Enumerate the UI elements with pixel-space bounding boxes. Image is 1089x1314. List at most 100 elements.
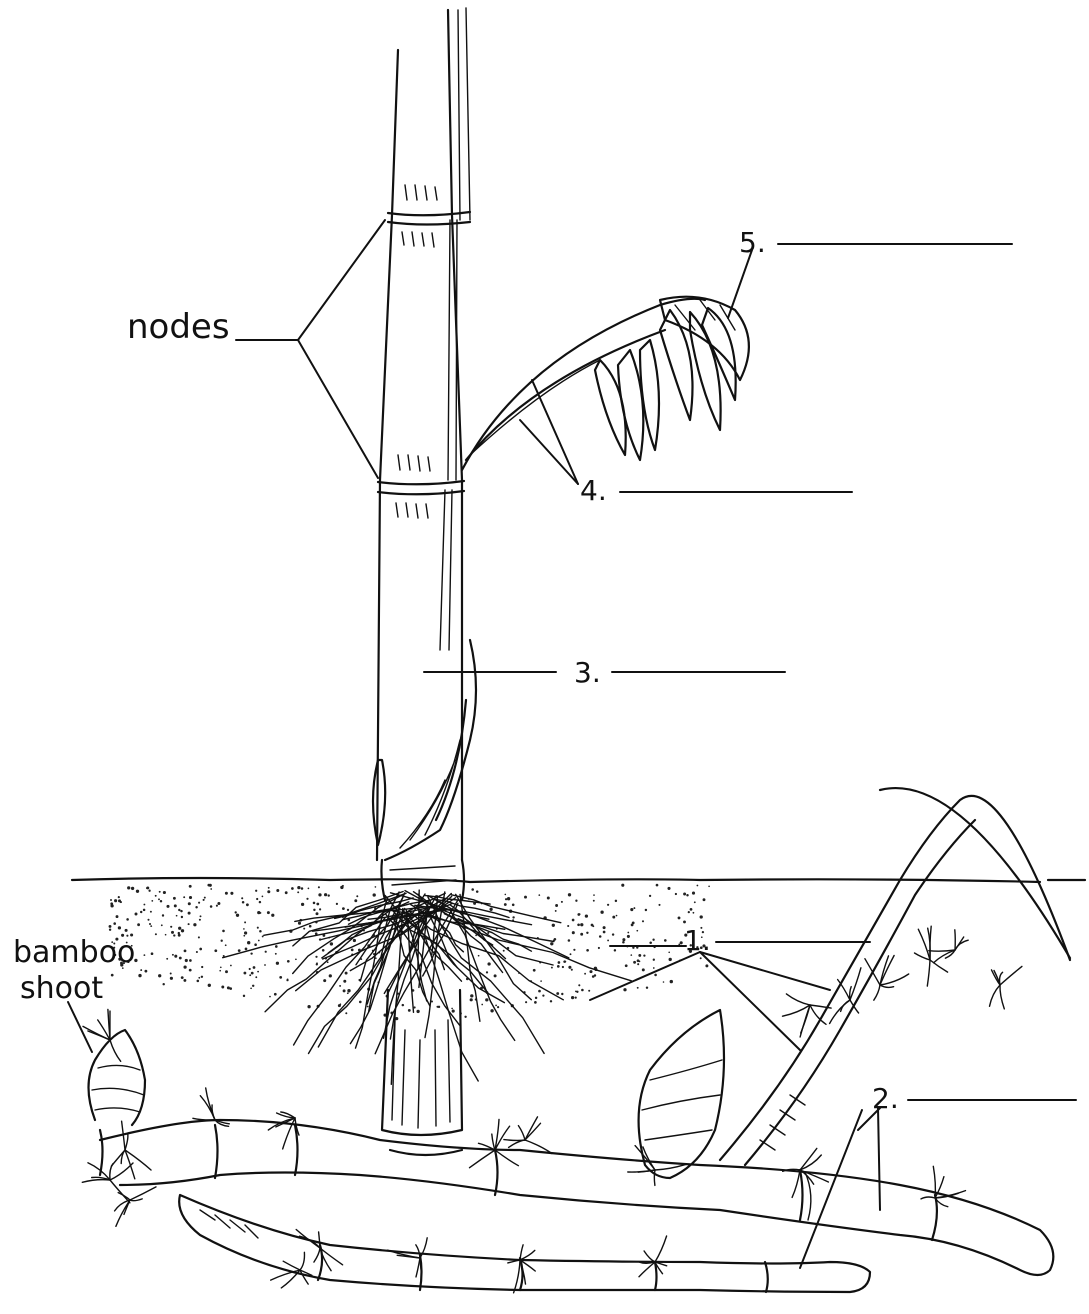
soil-speckle — [630, 954, 632, 956]
soil-speckle — [301, 887, 304, 890]
label-1: 1. — [684, 924, 711, 957]
root-tuft — [121, 1150, 125, 1164]
root-tuft — [520, 1250, 535, 1260]
soil-speckle — [550, 942, 553, 945]
soil-speckle — [111, 974, 114, 977]
soil-speckle — [140, 911, 142, 913]
soil-speckle — [262, 896, 264, 898]
soil-speckle — [580, 933, 583, 936]
root-tuft — [130, 1187, 156, 1200]
root-tuft — [416, 1245, 420, 1258]
soil-speckle — [627, 935, 630, 938]
soil-speckle — [487, 962, 490, 965]
soil-speckle — [525, 1001, 527, 1003]
soil-speckle — [183, 979, 186, 982]
soil-speckle — [653, 959, 655, 961]
soil-speckle — [347, 992, 349, 994]
soil-speckle — [257, 927, 259, 929]
root-tuft — [654, 1170, 655, 1185]
bamboo-shoot-left — [89, 1030, 146, 1175]
soil-speckle — [257, 971, 259, 973]
soil-speckle — [308, 888, 310, 890]
soil-speckle — [159, 891, 161, 893]
root-tuft — [929, 950, 955, 951]
soil-speckle — [330, 942, 333, 945]
soil-speckle — [586, 949, 589, 952]
soil-speckle — [623, 988, 626, 991]
root-tuft — [639, 1262, 655, 1277]
soil-speckle — [612, 916, 615, 919]
soil-speckle — [217, 902, 220, 905]
soil-speckle — [703, 898, 706, 901]
soil-speckle — [274, 993, 277, 996]
soil-speckle — [230, 965, 232, 967]
soil-speckle — [173, 897, 176, 900]
soil-speckle — [313, 909, 315, 911]
root-tuft — [319, 1232, 320, 1248]
soil-speckle — [116, 915, 119, 918]
soil-speckle — [209, 884, 212, 887]
root-tuft — [110, 1040, 121, 1061]
soil-speckle — [322, 949, 325, 952]
soil-speckle — [367, 1005, 369, 1007]
soil-speckle — [568, 966, 571, 969]
soil-speckle — [614, 949, 616, 951]
soil-speckle — [198, 936, 200, 938]
soil-speckle — [652, 939, 654, 941]
soil-speckle — [236, 914, 239, 917]
soil-speckle — [229, 987, 232, 990]
soil-speckle — [551, 967, 553, 969]
soil-speckle — [265, 951, 267, 953]
root-tuft — [514, 1260, 520, 1293]
soil-speckle — [575, 991, 577, 993]
soil-speckle — [615, 900, 617, 902]
soil-speckle — [109, 925, 112, 928]
label-5: 5. — [739, 226, 766, 259]
soil-speckle — [656, 884, 659, 887]
soil-speckle — [189, 959, 192, 962]
soil-speckle — [494, 974, 497, 977]
soil-speckle — [243, 995, 245, 997]
soil-speckle — [643, 954, 645, 956]
soil-speckle — [255, 890, 257, 892]
soil-speckle — [316, 963, 318, 965]
soil-speckle — [592, 925, 594, 927]
soil-speckle — [204, 897, 206, 899]
soil-speckle — [329, 974, 332, 977]
soil-speckle — [607, 904, 609, 906]
soil-speckle — [221, 940, 223, 942]
soil-speckle — [285, 891, 288, 894]
soil-speckle — [162, 914, 164, 916]
soil-speckle — [571, 996, 574, 999]
soil-speckle — [490, 1009, 493, 1012]
root-strand — [393, 919, 459, 1025]
soil-speckle — [375, 886, 377, 888]
soil-speckle — [253, 966, 256, 969]
soil-speckle — [252, 985, 254, 987]
soil-speckle — [669, 958, 672, 961]
root-tuft — [495, 1150, 518, 1166]
soil-speckle — [593, 894, 595, 896]
soil-speckle — [339, 985, 341, 987]
soil-speckle — [327, 961, 329, 963]
soil-speckle — [571, 969, 573, 971]
soil-speckle — [244, 921, 246, 923]
soil-speckle — [347, 989, 350, 992]
soil-speckle — [170, 977, 173, 980]
soil-speckle — [178, 909, 180, 911]
soil-speckle — [577, 923, 580, 926]
soil-speckle — [586, 932, 588, 934]
soil-speckle — [303, 928, 305, 930]
soil-speckle — [578, 984, 580, 986]
soil-speckle — [470, 998, 473, 1001]
label-nodes: nodes — [127, 307, 230, 347]
soil-speckle — [561, 901, 563, 903]
soil-speckle — [340, 1003, 342, 1005]
soil-speckle — [193, 923, 196, 926]
soil-speckle — [181, 916, 183, 918]
soil-speckle — [195, 906, 197, 908]
soil-speckle — [162, 983, 164, 985]
soil-speckle — [225, 970, 228, 973]
soil-speckle — [259, 930, 262, 933]
soil-speckle — [306, 898, 308, 900]
